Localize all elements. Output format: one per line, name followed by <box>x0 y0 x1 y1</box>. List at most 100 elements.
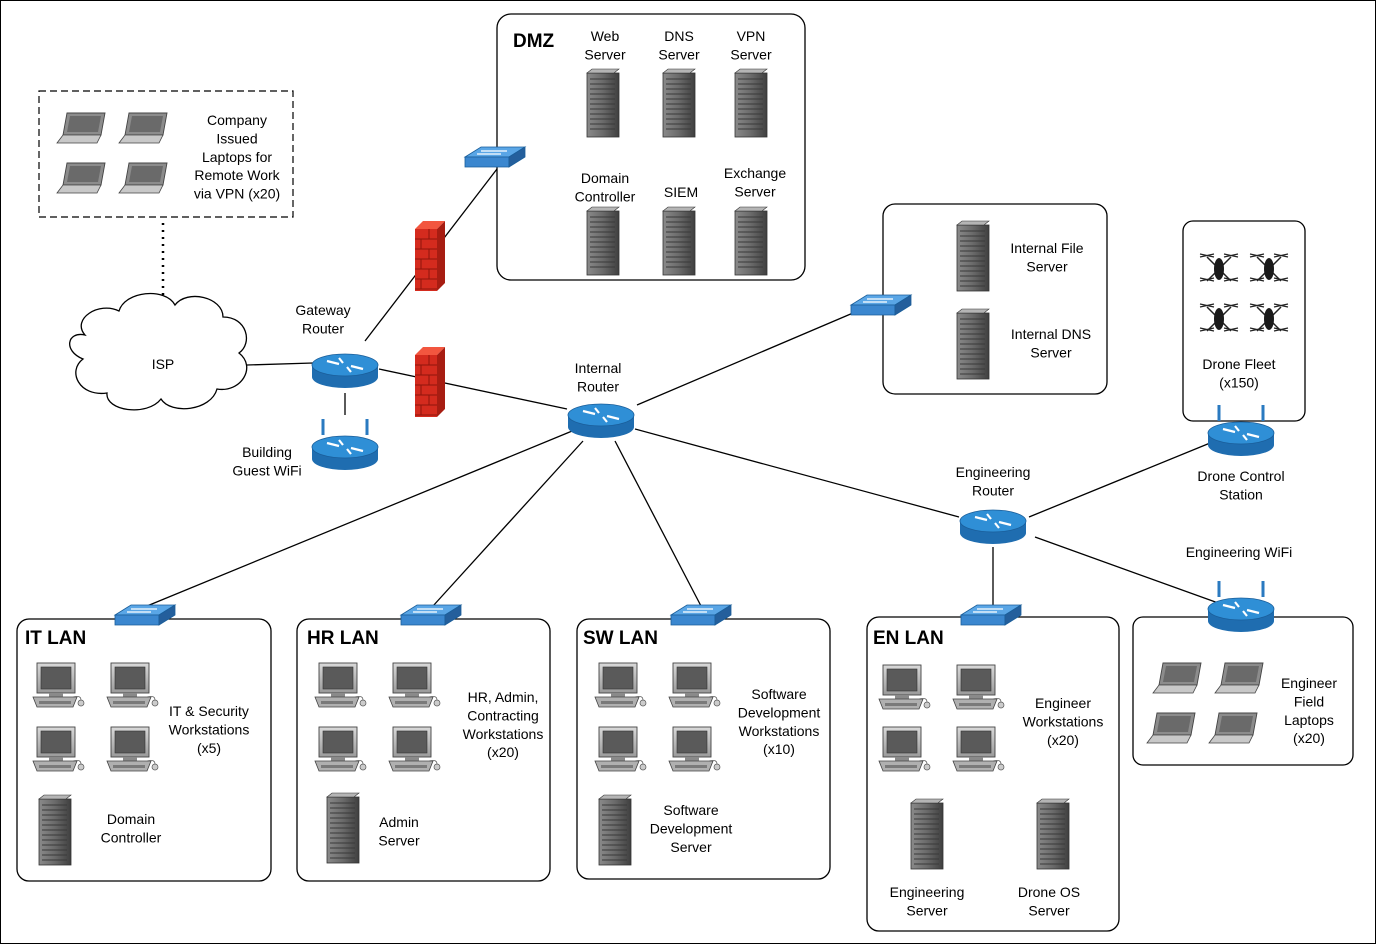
remote-laptops-label-line: Issued <box>216 130 257 146</box>
admin-server-label-line: Server <box>378 832 420 848</box>
sw-workstations-label-line: (x10) <box>763 741 795 757</box>
engineering-server-icon <box>910 798 944 870</box>
dns-server-label-line: Server <box>658 46 700 62</box>
it-workstation-2 <box>106 662 159 708</box>
drone-fleet-zone <box>1182 220 1306 422</box>
drone-control-station-label-line: Station <box>1219 486 1263 502</box>
it-lan-title: IT LAN <box>25 628 86 649</box>
field-laptop-3 <box>1146 712 1196 744</box>
drone-control-router-icon <box>1207 405 1275 456</box>
sw-lan-switch-icon <box>669 604 733 626</box>
sw-workstations-label-line: Development <box>738 704 821 720</box>
it-domain-controller-icon <box>38 794 72 866</box>
internal-file-server-icon <box>956 220 990 292</box>
sw-lan-title: SW LAN <box>583 628 658 649</box>
dmz-domain-controller-icon <box>586 206 620 276</box>
drone-fleet-label: Drone Fleet(x150) <box>1202 356 1275 390</box>
firewall-dmz-icon <box>415 221 445 291</box>
remote-laptops-label-line: via VPN (x20) <box>194 186 280 202</box>
internal-dns-server-label-line: Server <box>1030 344 1072 360</box>
sw-workstation-2 <box>668 662 721 708</box>
it-workstations-label-line: (x5) <box>197 740 221 756</box>
sw-dev-server-icon <box>598 794 632 866</box>
drone-os-server-label-line: Server <box>1028 902 1070 918</box>
internal-dns-server-icon <box>956 308 990 380</box>
internal-eng-link <box>634 428 960 518</box>
firewall-internal-icon <box>415 347 445 417</box>
remote-laptops-label-line: Laptops for <box>202 149 272 165</box>
gateway-internal-link <box>378 368 568 410</box>
en-workstation-1 <box>878 664 931 710</box>
field-laptop-4 <box>1208 712 1258 744</box>
hr-workstation-3 <box>314 726 367 772</box>
hr-workstation-4 <box>388 726 441 772</box>
internal-file-server-label-line: Server <box>1026 258 1068 274</box>
it-workstations-label-line: IT & Security <box>169 703 249 719</box>
remote-laptops-label-line: Company <box>207 112 267 128</box>
isp-label: ISP <box>152 356 175 372</box>
field-laptops-label-line: Laptops <box>1284 712 1334 728</box>
admin-server-icon <box>326 792 360 864</box>
engineering-router-label-line: Engineering <box>956 464 1031 480</box>
gateway-router-label-line: Router <box>302 320 344 336</box>
engineering-server-label-line: Engineering <box>890 884 965 900</box>
dns-server-label: DNS Server <box>658 28 700 62</box>
isp-label-line: ISP <box>152 356 175 372</box>
guest-wifi-label-line: Guest WiFi <box>232 462 301 478</box>
dns-server-icon <box>662 68 696 138</box>
sw-dev-server-label-line: Development <box>650 820 733 836</box>
eng-wifi-link <box>1034 536 1222 605</box>
exchange-server-label-line: Server <box>734 183 776 199</box>
hr-workstation-1 <box>314 662 367 708</box>
dns-server-label-line: DNS <box>664 28 694 44</box>
sw-workstation-4 <box>668 726 721 772</box>
web-server-icon <box>586 68 620 138</box>
hr-workstations-label-line: (x20) <box>487 744 519 760</box>
hr-lan-title: HR LAN <box>307 628 379 649</box>
drone-os-server-label-line: Drone OS <box>1018 884 1080 900</box>
drone-3-icon <box>1199 303 1239 332</box>
isp-gateway-link <box>246 362 314 366</box>
remote-laptop-2 <box>118 112 168 144</box>
en-workstation-3 <box>878 726 931 772</box>
it-workstation-4 <box>106 726 159 772</box>
engineering-wifi-label-line: Engineering WiFi <box>1186 544 1293 560</box>
exchange-server-icon <box>734 206 768 276</box>
sw-workstation-1 <box>594 662 647 708</box>
drone-os-server-label: Drone OS Server <box>1018 884 1080 918</box>
web-server-label-line: Server <box>584 46 626 62</box>
vpn-server-icon <box>734 68 768 138</box>
drone-control-station-label-line: Drone Control <box>1197 468 1284 484</box>
internal-router-label-line: Internal <box>575 360 622 376</box>
sw-workstations-label-line: Workstations <box>739 723 820 739</box>
dmz-domain-controller-label-line: Domain <box>581 170 629 186</box>
hr-workstations-label-line: Workstations <box>463 726 544 742</box>
internal-servers-link <box>636 312 854 406</box>
drone-fleet-label-line: Drone Fleet <box>1202 356 1275 372</box>
en-workstation-4 <box>952 726 1005 772</box>
engineering-wifi-label: Engineering WiFi <box>1186 544 1293 560</box>
drone-2-icon <box>1249 253 1289 282</box>
remote-laptop-1 <box>56 112 106 144</box>
internal-sw-link <box>614 440 702 607</box>
sw-dev-server-label-line: Server <box>670 839 712 855</box>
engineering-router-icon <box>959 509 1027 544</box>
guest-wifi-router-icon <box>311 419 379 470</box>
hr-workstation-2 <box>388 662 441 708</box>
remote-laptop-4 <box>118 162 168 194</box>
dmz-title: DMZ <box>513 31 555 52</box>
sw-workstations-label-line: Software <box>751 686 806 702</box>
